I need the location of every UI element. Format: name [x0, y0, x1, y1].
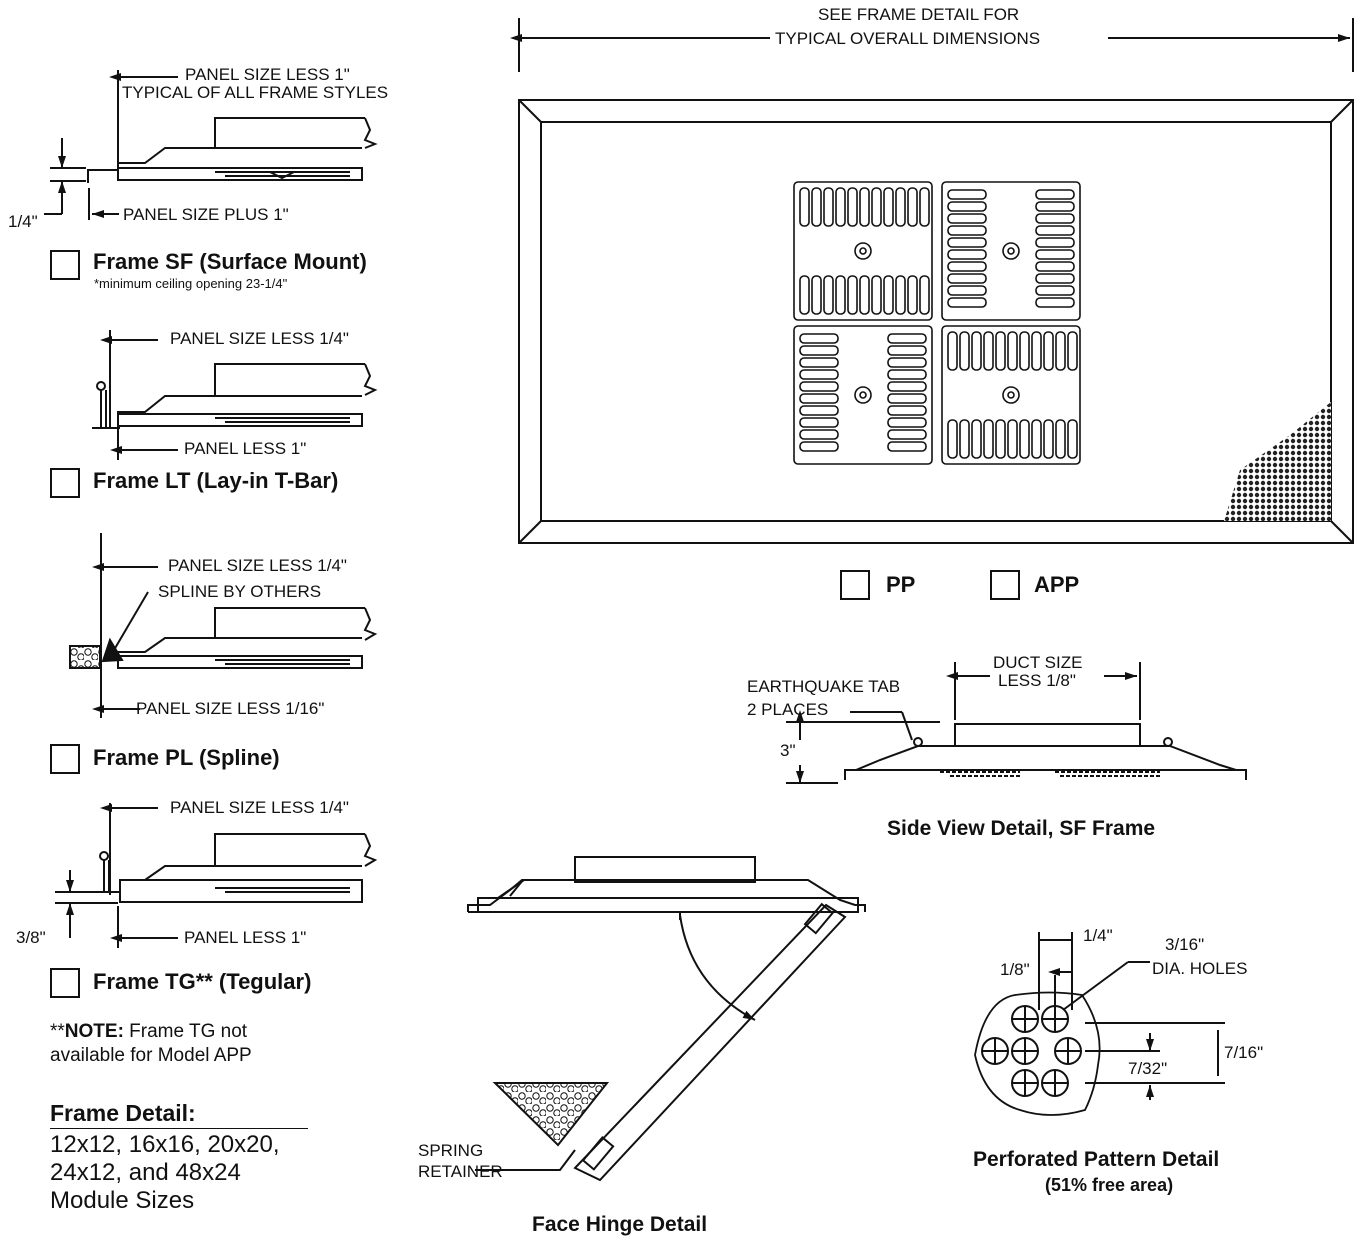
- frame-pl-section: [69, 533, 378, 718]
- overall-dim-line2: TYPICAL OVERALL DIMENSIONS: [775, 29, 1041, 48]
- lt-dim-bottom: PANEL LESS 1": [184, 439, 307, 458]
- side-height: 3": [780, 741, 796, 760]
- lt-dim-top: PANEL SIZE LESS 1/4": [170, 329, 349, 348]
- pp-label: PP: [886, 572, 916, 597]
- frame-lt-section: [92, 330, 378, 460]
- frame-tg-title: Frame TG** (Tegular): [93, 969, 312, 994]
- frame-pl-checkbox[interactable]: [50, 744, 80, 774]
- pl-dim-top: PANEL SIZE LESS 1/4": [168, 556, 347, 575]
- frame-lt-checkbox[interactable]: [50, 468, 80, 498]
- tg-note-line2: available for Model APP: [50, 1045, 252, 1066]
- sf-dim-bottom: PANEL SIZE PLUS 1": [123, 205, 289, 224]
- panel-front-view: [518, 99, 1354, 544]
- perf-716: 7/16": [1224, 1043, 1264, 1062]
- overall-dim-line1: SEE FRAME DETAIL FOR: [818, 5, 1020, 24]
- tg-dim-bottom: PANEL LESS 1": [184, 928, 307, 947]
- hinge-retainer-2: RETAINER: [418, 1162, 503, 1181]
- perf-holes-1: 3/16": [1165, 935, 1205, 954]
- tg-note-line1: **NOTE: Frame TG not: [50, 1020, 247, 1044]
- hinge-retainer-1: SPRING: [418, 1141, 484, 1160]
- pl-dim-spline: SPLINE BY OTHERS: [158, 582, 322, 601]
- hinge-caption: Face Hinge Detail: [532, 1213, 708, 1236]
- side-duct-2: LESS 1/8": [998, 671, 1076, 690]
- frame-detail-rule: [50, 1128, 308, 1129]
- frame-sf-title: Frame SF (Surface Mount): [93, 249, 367, 274]
- tg-note-text1: Frame TG not: [123, 1021, 248, 1042]
- tg-dim-left: 3/8": [16, 928, 46, 947]
- app-checkbox[interactable]: [990, 570, 1020, 600]
- frame-tg-section: [55, 803, 378, 948]
- perf-732: 7/32": [1128, 1059, 1168, 1078]
- sf-dim-top-1: PANEL SIZE LESS 1": [185, 65, 350, 84]
- perf-eighth: 1/8": [1000, 960, 1030, 979]
- app-label: APP: [1034, 572, 1080, 597]
- perf-caption: Perforated Pattern Detail: [973, 1148, 1220, 1171]
- side-tab-2: 2 PLACES: [747, 700, 829, 719]
- frame-detail-line3: Module Sizes: [50, 1187, 195, 1214]
- perf-holes-2: DIA. HOLES: [1152, 959, 1248, 978]
- side-tab-1: EARTHQUAKE TAB: [747, 677, 901, 696]
- grille-quadrants: [793, 181, 1081, 465]
- frame-tg-checkbox[interactable]: [50, 968, 80, 998]
- frame-detail-line1: 12x12, 16x16, 20x20,: [50, 1131, 280, 1158]
- perf-quarter: 1/4": [1083, 926, 1113, 945]
- perforated-pattern-detail: [974, 932, 1225, 1116]
- pp-checkbox[interactable]: [840, 570, 870, 600]
- frame-detail-heading: Frame Detail:: [50, 1100, 196, 1126]
- frame-sf-checkbox[interactable]: [50, 250, 80, 280]
- side-duct-1: DUCT SIZE: [993, 653, 1083, 672]
- tg-dim-top: PANEL SIZE LESS 1/4": [170, 798, 349, 817]
- tg-note-prefix: **: [50, 1021, 65, 1042]
- frame-detail-line2: 24x12, and 48x24: [50, 1159, 241, 1186]
- frame-sf-section: [44, 70, 378, 220]
- overall-dimension-line: [510, 18, 1354, 72]
- frame-pl-title: Frame PL (Spline): [93, 745, 280, 770]
- side-view-caption: Side View Detail, SF Frame: [887, 817, 1156, 840]
- frame-lt-title: Frame LT (Lay-in T-Bar): [93, 468, 339, 493]
- pl-dim-bottom: PANEL SIZE LESS 1/16": [136, 699, 325, 718]
- sf-dim-top-2: TYPICAL OF ALL FRAME STYLES: [122, 83, 389, 102]
- side-view-detail: [786, 662, 1247, 784]
- frame-sf-note: *minimum ceiling opening 23-1/4": [94, 276, 288, 291]
- tg-note-bold: NOTE:: [64, 1021, 124, 1042]
- face-hinge-detail: [467, 856, 866, 1182]
- sf-dim-left: 1/4": [8, 212, 38, 231]
- perf-sub: (51% free area): [1045, 1175, 1174, 1195]
